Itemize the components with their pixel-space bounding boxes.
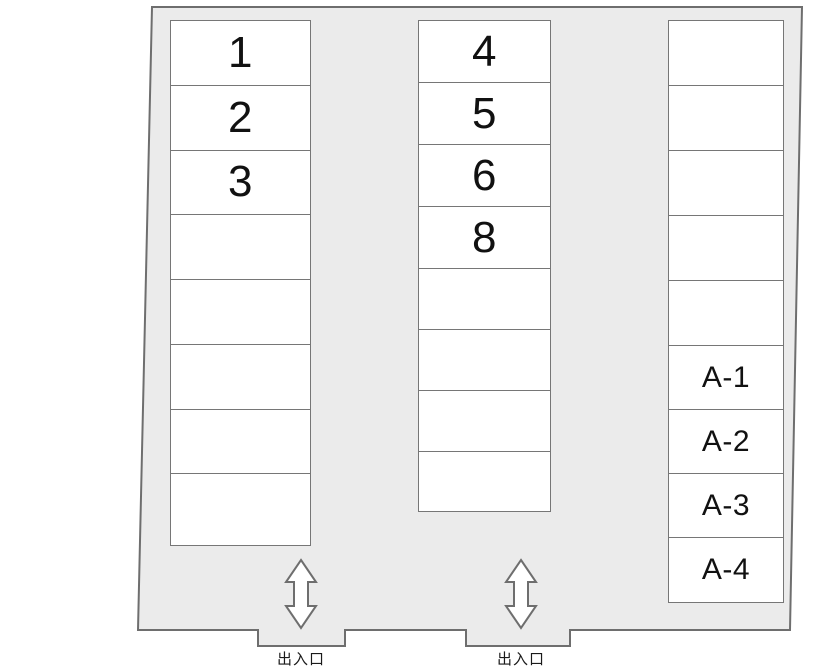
parking-cell[interactable] bbox=[418, 390, 551, 452]
parking-cell[interactable] bbox=[170, 408, 311, 475]
parking-cell-label: 5 bbox=[472, 88, 497, 138]
parking-cell-label: 1 bbox=[228, 27, 253, 77]
parking-cell-label: A-1 bbox=[701, 360, 751, 394]
parking-cell[interactable]: A-3 bbox=[668, 473, 784, 538]
parking-cell[interactable] bbox=[668, 85, 784, 151]
parking-cell[interactable] bbox=[170, 473, 311, 546]
parking-cell[interactable] bbox=[668, 215, 784, 281]
parking-cell[interactable]: A-2 bbox=[668, 409, 784, 474]
parking-cell[interactable] bbox=[668, 150, 784, 216]
parking-cell[interactable]: 2 bbox=[170, 84, 311, 151]
parking-cell[interactable] bbox=[170, 343, 311, 410]
parking-cell[interactable]: 3 bbox=[170, 149, 311, 216]
left-column: 1 2 3 bbox=[170, 20, 311, 546]
parking-cell-label: A-2 bbox=[701, 424, 751, 458]
parking-cell[interactable]: 4 bbox=[418, 20, 551, 83]
right-column: A-1 A-2 A-3 A-4 bbox=[668, 20, 784, 611]
parking-cell[interactable] bbox=[418, 329, 551, 391]
entrance-left-label: 出入口 bbox=[276, 651, 325, 668]
parking-cell[interactable] bbox=[170, 214, 311, 280]
parking-cell-label: 4 bbox=[472, 26, 497, 76]
parking-cell[interactable] bbox=[418, 451, 551, 512]
parking-cell[interactable] bbox=[668, 20, 784, 86]
parking-cell[interactable] bbox=[418, 268, 551, 330]
entrance-right-label: 出入口 bbox=[496, 651, 545, 668]
parking-cell-label: 8 bbox=[472, 212, 497, 262]
parking-cell-label: A-4 bbox=[701, 553, 751, 586]
entrance-right-arrow-icon bbox=[504, 558, 538, 630]
parking-cell[interactable] bbox=[668, 280, 784, 346]
parking-cell-label: A-3 bbox=[701, 488, 751, 522]
parking-cell-label: 6 bbox=[472, 150, 497, 200]
parking-cell[interactable]: 8 bbox=[418, 206, 551, 269]
parking-cell[interactable]: 5 bbox=[418, 82, 551, 145]
parking-cell-label: 2 bbox=[228, 92, 253, 142]
parking-cell[interactable]: 1 bbox=[170, 20, 311, 86]
entrance-left-arrow-icon bbox=[284, 558, 318, 630]
parking-cell[interactable]: A-4 bbox=[668, 537, 784, 603]
parking-cell-label: 3 bbox=[228, 157, 253, 207]
parking-cell[interactable]: 6 bbox=[418, 144, 551, 207]
parking-cell[interactable]: A-1 bbox=[668, 345, 784, 410]
middle-column: 4 5 6 8 bbox=[418, 20, 551, 519]
parking-cell[interactable] bbox=[170, 279, 311, 345]
